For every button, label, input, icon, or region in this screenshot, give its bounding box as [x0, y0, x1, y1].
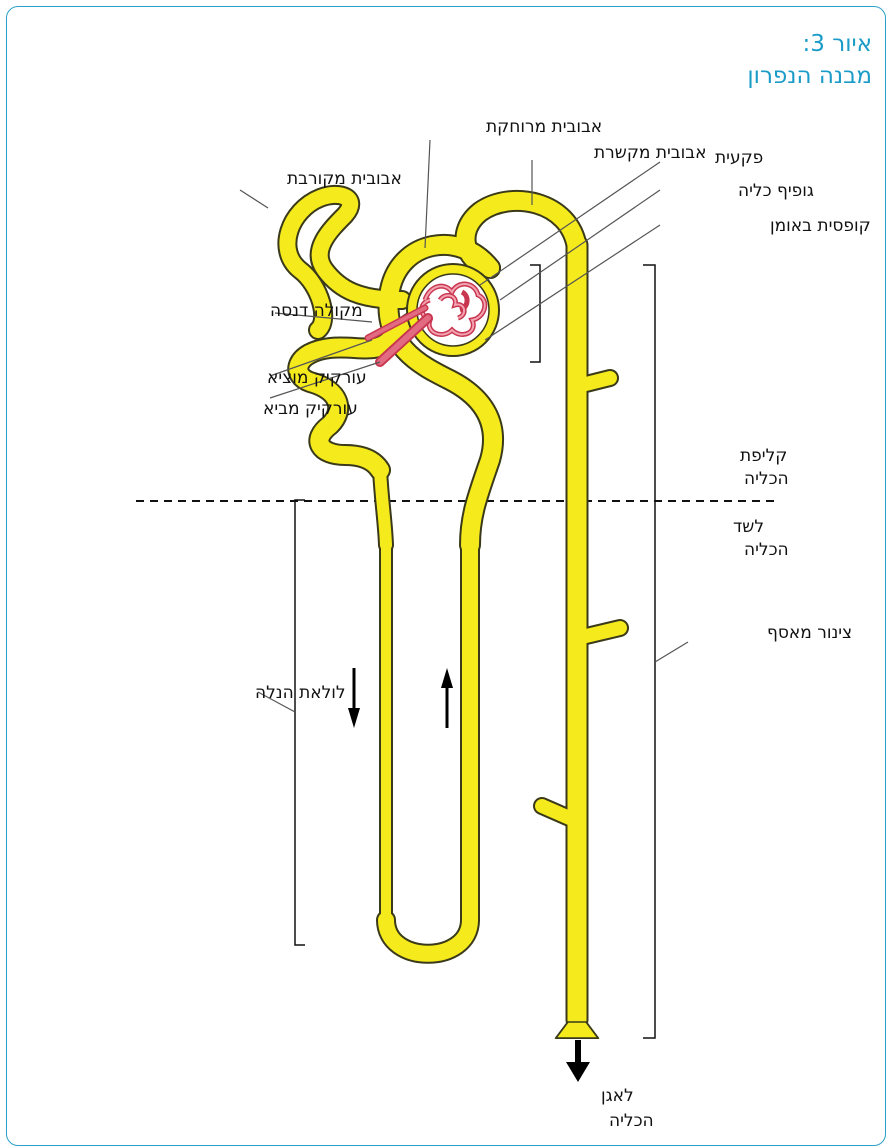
label-cortex-line2: הכליה	[744, 469, 789, 489]
labels-layer: אבובית מרוחקת אבובית מקשרת אבובית מקורבת…	[255, 117, 871, 1131]
label-renal-corpuscle: גופיף כליה	[738, 181, 814, 201]
label-to-pelvis-line1: לאגן	[601, 1086, 634, 1106]
corpuscle-bracket	[530, 265, 540, 362]
label-efferent-arteriole: עורקיק מוציא	[267, 368, 367, 388]
label-connecting-tubule: אבובית מקשרת	[594, 143, 706, 163]
label-medulla-line2: הכליה	[744, 540, 789, 560]
label-afferent-arteriole: עורקיק מביא	[263, 399, 358, 419]
label-collecting-duct: צינור מאסף	[767, 623, 852, 643]
label-macula-densa: מקולה דנסה	[270, 301, 363, 321]
loop-bracket	[295, 500, 305, 945]
label-glomerulus: פקעית	[715, 148, 763, 168]
label-cortex-line1: קליפת	[740, 446, 787, 466]
label-medulla-line1: לשד	[733, 517, 764, 537]
label-loop-of-henle: לולאת הנלה	[255, 683, 346, 703]
label-proximal-tubule: אבובית מקורבת	[287, 169, 402, 189]
cortex-collecting-bracket	[643, 265, 655, 1038]
label-to-pelvis-line2: הכליה	[609, 1111, 654, 1131]
label-distal-tubule: אבובית מרוחקת	[486, 117, 602, 137]
collecting-duct-outlet	[556, 1022, 598, 1038]
label-bowman-capsule: קופסית באומן	[770, 216, 871, 236]
